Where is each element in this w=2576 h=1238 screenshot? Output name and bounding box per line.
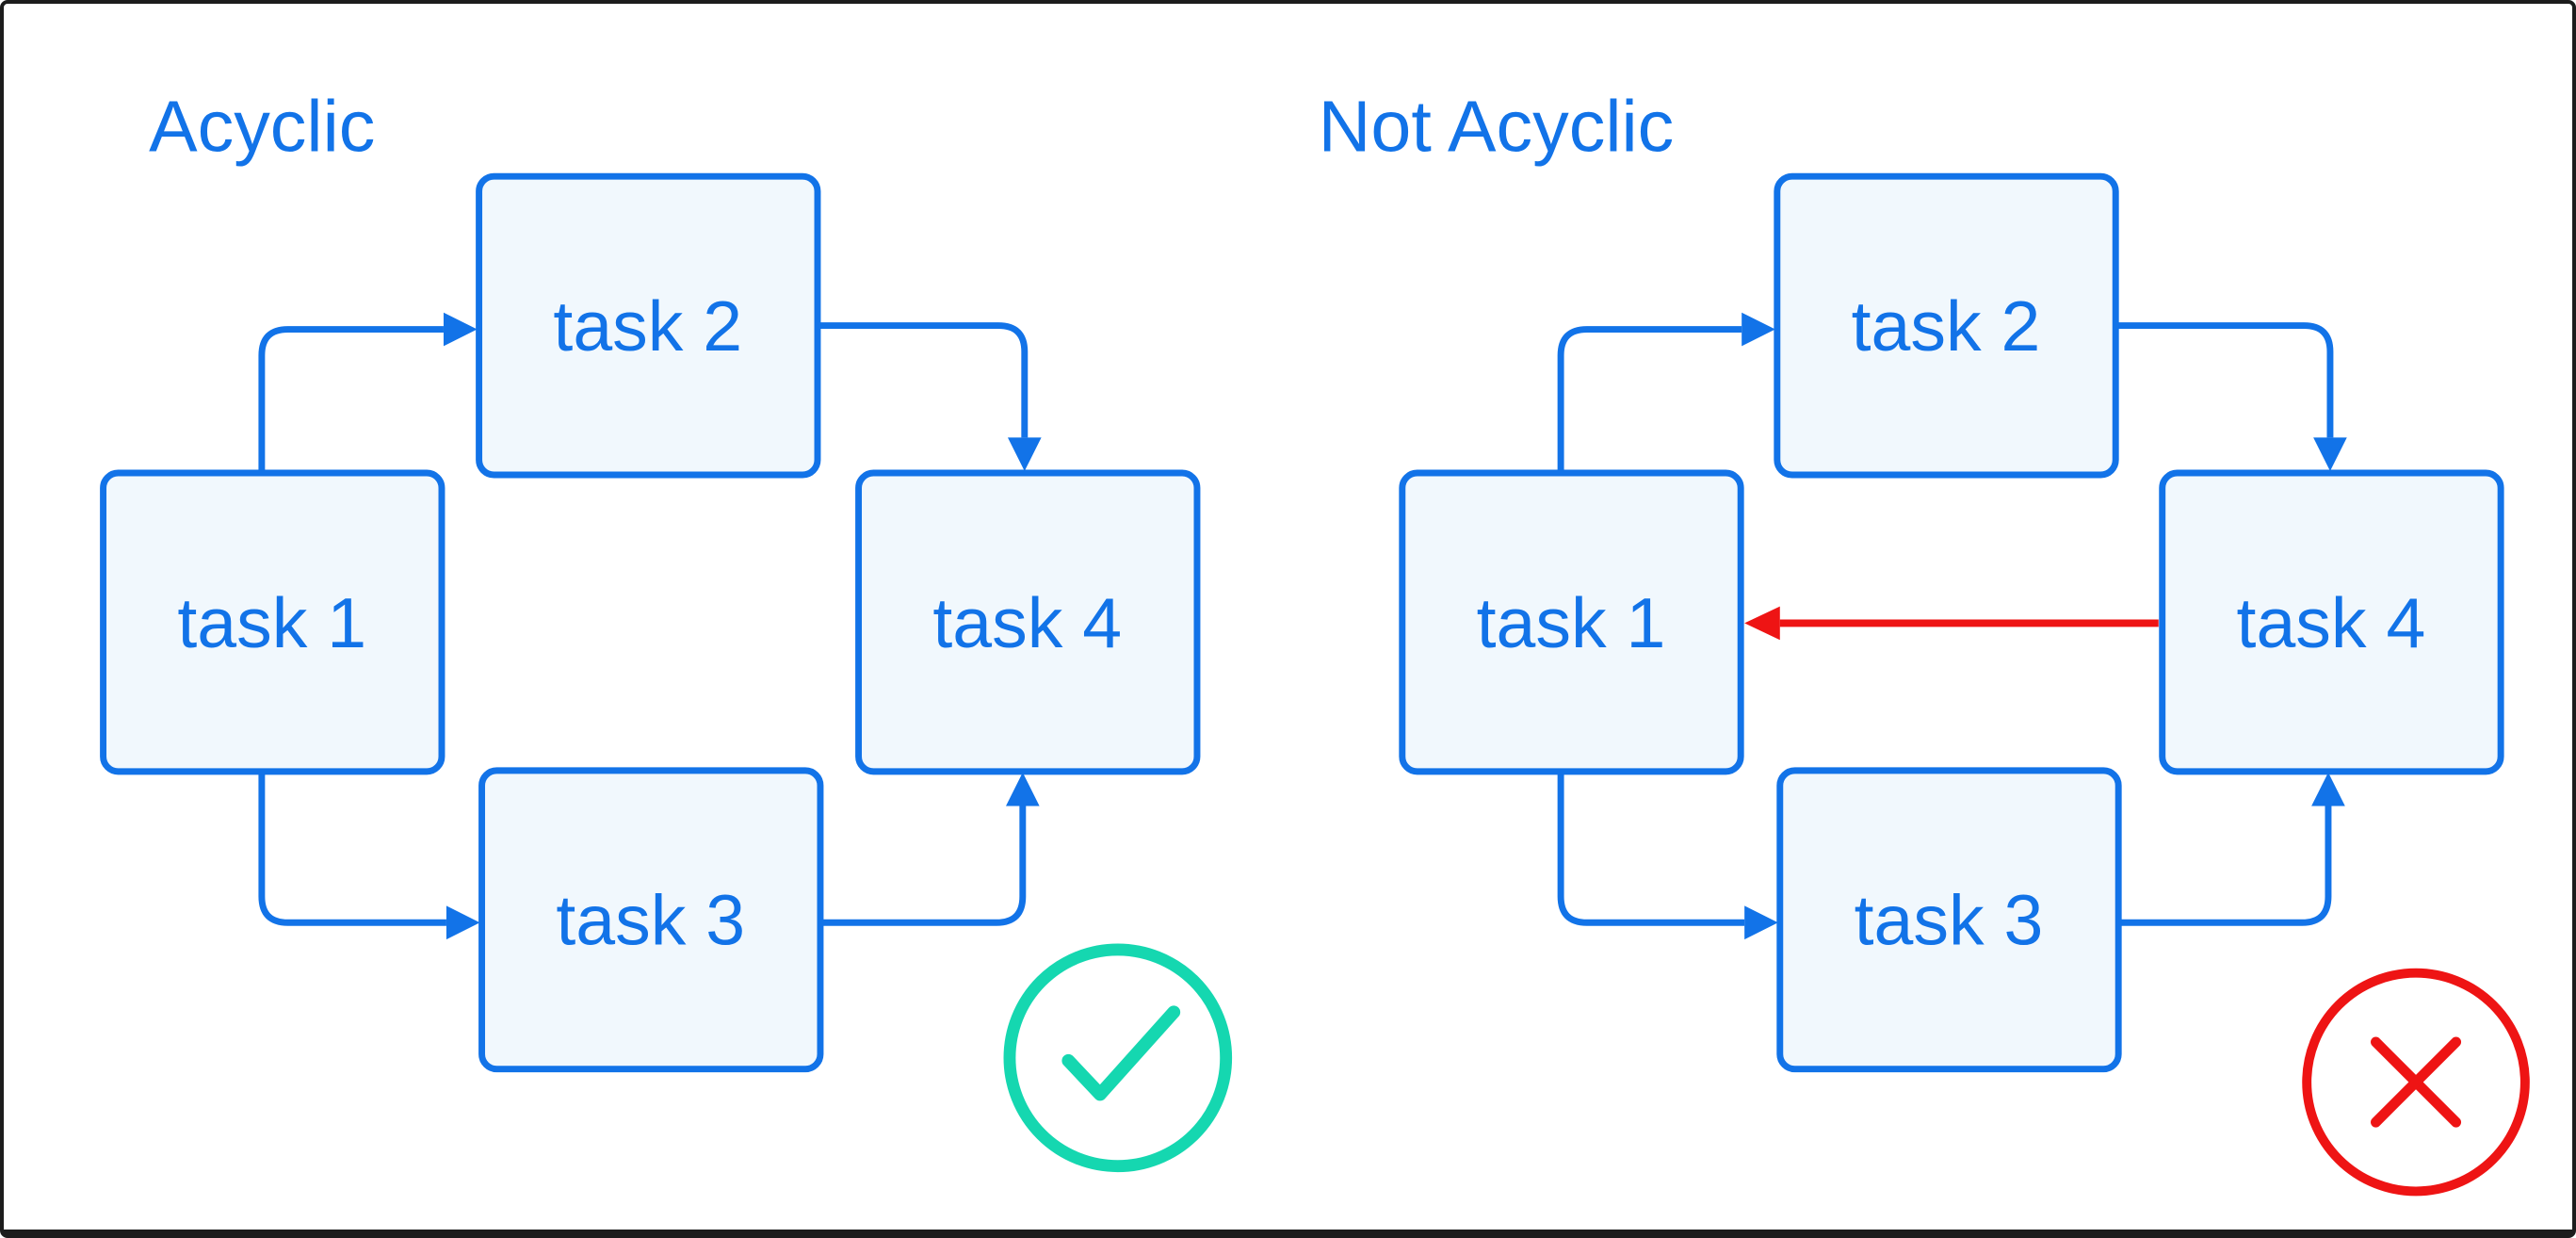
node-task1: task 1 bbox=[100, 469, 446, 775]
node-label: task 3 bbox=[556, 881, 745, 960]
node-task4: task 4 bbox=[2159, 469, 2504, 775]
node-box bbox=[476, 172, 821, 479]
edge-task1-task3 bbox=[258, 774, 480, 940]
x-mark bbox=[2371, 1036, 2462, 1128]
node-box bbox=[855, 469, 1201, 775]
node-box bbox=[1399, 469, 1744, 775]
diagram-not-acyclic: Not Acyclic bbox=[1319, 86, 2530, 1197]
edge-line bbox=[1557, 774, 1745, 926]
edge-task1-task2 bbox=[1557, 312, 1775, 471]
edge-line bbox=[2115, 322, 2334, 438]
node-task4: task 4 bbox=[855, 469, 1201, 775]
arrowhead-right-icon bbox=[443, 312, 478, 347]
x-circle-outline bbox=[2302, 968, 2530, 1197]
check-circle-outline bbox=[1003, 943, 1233, 1173]
edge-line bbox=[818, 806, 1027, 926]
arrowhead-down-icon bbox=[2313, 437, 2347, 472]
node-label: task 2 bbox=[1852, 286, 2041, 366]
node-box bbox=[1774, 172, 2119, 479]
arrowhead-up-icon bbox=[2311, 772, 2345, 806]
node-task2: task 2 bbox=[476, 172, 821, 479]
arrowhead-right-icon bbox=[1742, 312, 1775, 347]
edge-line bbox=[258, 326, 444, 471]
diagram-title: Acyclic bbox=[149, 86, 375, 167]
check-circle-icon bbox=[1003, 943, 1233, 1173]
node-label: task 4 bbox=[2237, 583, 2426, 662]
edge-task2-task4 bbox=[816, 322, 1042, 472]
node-task1: task 1 bbox=[1399, 469, 1744, 775]
node-label: task 1 bbox=[177, 583, 366, 662]
edge-task3-task4 bbox=[818, 772, 1040, 926]
edge-task2-task4 bbox=[2115, 322, 2347, 472]
arrowhead-right-icon bbox=[1744, 905, 1778, 940]
node-task2: task 2 bbox=[1774, 172, 2119, 479]
arrowhead-down-icon bbox=[1007, 437, 1042, 472]
node-label: task 4 bbox=[932, 583, 1122, 662]
diagram-title: Not Acyclic bbox=[1319, 86, 1675, 167]
edge-line bbox=[816, 322, 1029, 438]
arrowhead-right-icon bbox=[446, 905, 480, 940]
edge-line bbox=[1557, 326, 1742, 471]
edge-task3-task4 bbox=[2118, 772, 2345, 926]
edge-task1-task2 bbox=[258, 312, 478, 471]
node-task3: task 3 bbox=[1776, 767, 2122, 1073]
node-label: task 3 bbox=[1855, 881, 2044, 960]
arrowhead-up-icon bbox=[1005, 772, 1040, 806]
edge-line bbox=[2118, 806, 2332, 926]
edge-line bbox=[258, 774, 446, 926]
x-circle-icon bbox=[2302, 968, 2530, 1197]
node-task3: task 3 bbox=[478, 767, 824, 1073]
cycle-edge-task4-task1 bbox=[1744, 606, 2159, 641]
arrowhead-left-icon bbox=[1744, 606, 1780, 641]
node-box bbox=[2159, 469, 2504, 775]
node-box bbox=[478, 767, 824, 1073]
node-box bbox=[100, 469, 446, 775]
edge-task1-task3 bbox=[1557, 774, 1778, 940]
node-label: task 1 bbox=[1477, 583, 1666, 662]
node-box bbox=[1776, 767, 2122, 1073]
node-label: task 2 bbox=[553, 286, 742, 366]
check-mark bbox=[1061, 1005, 1181, 1101]
diagram-acyclic: Acyclic task 1 bbox=[100, 86, 1233, 1173]
